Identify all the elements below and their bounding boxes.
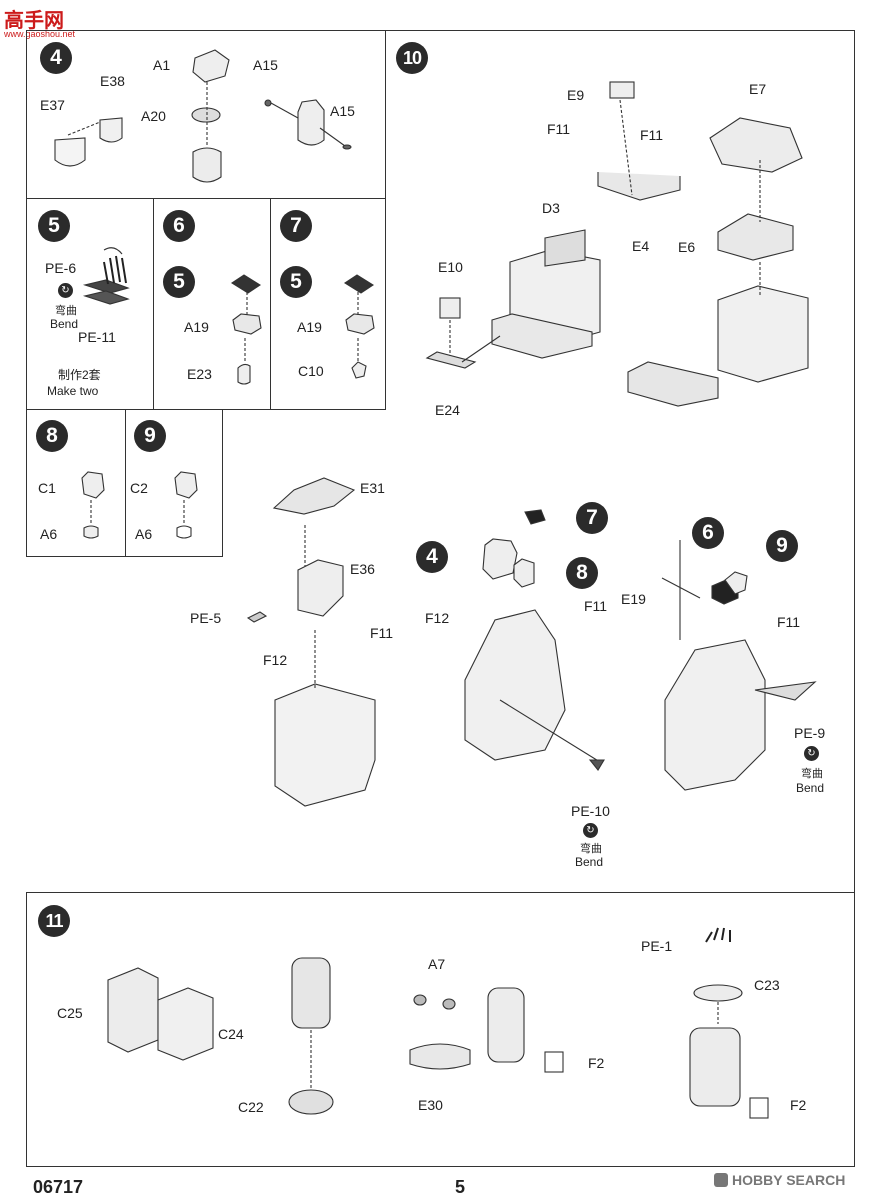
step7-badge: 7 bbox=[280, 210, 312, 242]
label-e23: E23 bbox=[187, 366, 212, 382]
step9-panel bbox=[125, 409, 223, 557]
label-c23: C23 bbox=[754, 977, 780, 993]
label-a15-top: A15 bbox=[253, 57, 278, 73]
label-e31: E31 bbox=[360, 480, 385, 496]
label-a6-9: A6 bbox=[135, 526, 153, 542]
label-a1: A1 bbox=[153, 57, 171, 73]
label-bend3-cn: 弯曲 bbox=[801, 768, 823, 780]
label-a19-7: A19 bbox=[297, 319, 322, 335]
step10-top-parts bbox=[425, 81, 809, 407]
label-a20: A20 bbox=[141, 108, 166, 124]
label-a7: A7 bbox=[428, 956, 446, 972]
label-e10: E10 bbox=[438, 259, 463, 275]
step6-ref-badge: 5 bbox=[163, 266, 195, 298]
label-a15-right: A15 bbox=[330, 103, 355, 119]
footer-page-number: 5 bbox=[455, 1177, 466, 1197]
label-e6: E6 bbox=[678, 239, 696, 255]
label-pe6: PE-6 bbox=[45, 260, 77, 276]
label-bend2-en: Bend bbox=[575, 855, 604, 869]
label-pe9: PE-9 bbox=[794, 725, 826, 741]
label-d3: D3 bbox=[542, 200, 560, 216]
label-c22: C22 bbox=[238, 1099, 264, 1115]
site-logo: 高手网 bbox=[4, 4, 64, 33]
step10-left-structure bbox=[246, 477, 376, 807]
footer-code: 06717 bbox=[33, 1177, 84, 1197]
step6-parts bbox=[230, 274, 262, 385]
label-f2-b: F2 bbox=[790, 1097, 807, 1113]
label-c25: C25 bbox=[57, 1005, 83, 1021]
step6-badge: 6 bbox=[163, 210, 195, 242]
label-bend-en: Bend bbox=[50, 317, 79, 331]
bend-icon-3: ↻ bbox=[804, 746, 819, 761]
label-e36: E36 bbox=[350, 561, 375, 577]
label-e9: E9 bbox=[567, 87, 585, 103]
label-e19: E19 bbox=[621, 591, 646, 607]
label-e4: E4 bbox=[632, 238, 650, 254]
label-f11-e: F11 bbox=[777, 614, 801, 630]
label-e24: E24 bbox=[435, 402, 460, 418]
step10-ref4-badge: 4 bbox=[416, 541, 448, 573]
bend-icon: ↻ bbox=[58, 283, 73, 298]
step4-parts bbox=[54, 49, 352, 183]
label-c2: C2 bbox=[130, 480, 148, 496]
logo-url: www.gaoshou.net bbox=[4, 29, 76, 39]
step10-badge: 10 bbox=[396, 42, 428, 74]
step10-ref9-badge: 9 bbox=[766, 530, 798, 562]
label-f12-b: F12 bbox=[425, 610, 450, 626]
step10-ref8-badge: 8 bbox=[566, 557, 598, 589]
step10-center-structure bbox=[464, 509, 605, 771]
label-pe10: PE-10 bbox=[571, 803, 610, 819]
hobby-search-watermark: HOBBY SEARCH bbox=[714, 1172, 845, 1188]
step10-right-structure bbox=[661, 540, 817, 791]
label-bend-cn: 弯曲 bbox=[55, 305, 77, 317]
label-make-two-cn: 制作2套 bbox=[58, 368, 101, 382]
step8-9-parts bbox=[81, 471, 198, 539]
label-pe5: PE-5 bbox=[190, 610, 222, 626]
label-make-two-en: Make two bbox=[47, 384, 99, 398]
step9-badge: 9 bbox=[134, 420, 166, 452]
label-a6-8: A6 bbox=[40, 526, 58, 542]
step10-ref7-badge: 7 bbox=[576, 502, 608, 534]
label-c1: C1 bbox=[38, 480, 56, 496]
step7-ref-badge: 5 bbox=[280, 266, 312, 298]
label-e38: E38 bbox=[100, 73, 125, 89]
step11-parts bbox=[107, 927, 769, 1119]
label-pe1: PE-1 bbox=[641, 938, 673, 954]
step8-badge: 8 bbox=[36, 420, 68, 452]
label-f11-c: F11 bbox=[370, 625, 394, 641]
label-a19-6: A19 bbox=[184, 319, 209, 335]
label-f12-a: F12 bbox=[263, 652, 288, 668]
label-f2-a: F2 bbox=[588, 1055, 605, 1071]
label-c10: C10 bbox=[298, 363, 324, 379]
step11-panel bbox=[26, 892, 855, 1167]
step5-badge: 5 bbox=[38, 210, 70, 242]
step7-parts bbox=[343, 274, 375, 379]
label-bend3-en: Bend bbox=[796, 781, 825, 795]
watermark-logo-icon bbox=[714, 1173, 728, 1187]
step5-parts bbox=[82, 247, 130, 305]
step7-panel bbox=[270, 198, 386, 410]
bend-icon-2: ↻ bbox=[583, 823, 598, 838]
logo-text: 高手网 bbox=[4, 8, 64, 32]
watermark-text: HOBBY SEARCH bbox=[732, 1172, 846, 1188]
label-e7: E7 bbox=[749, 81, 767, 97]
label-c24: C24 bbox=[218, 1026, 244, 1042]
label-pe11: PE-11 bbox=[78, 329, 116, 345]
step11-badge: 11 bbox=[38, 905, 70, 937]
label-e30: E30 bbox=[418, 1097, 443, 1113]
step4-badge: 4 bbox=[40, 42, 72, 74]
label-f11-d: F11 bbox=[584, 598, 608, 614]
label-f11-a: F11 bbox=[547, 121, 571, 137]
label-e37: E37 bbox=[40, 97, 65, 113]
label-f11-b: F11 bbox=[640, 127, 664, 143]
step10-ref6-badge: 6 bbox=[692, 517, 724, 549]
label-bend2-cn: 弯曲 bbox=[580, 843, 602, 855]
